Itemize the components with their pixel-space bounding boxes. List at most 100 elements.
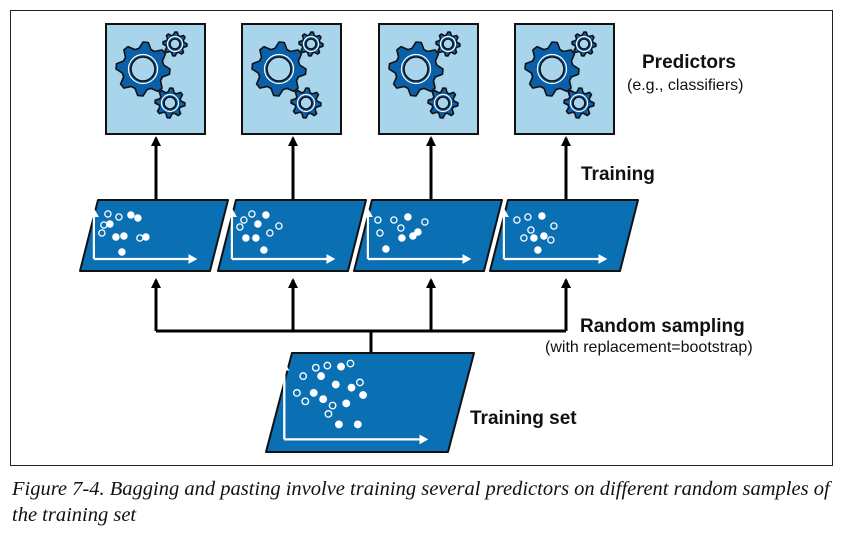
gears-icon <box>388 31 461 119</box>
arrows <box>151 136 571 353</box>
scatter-point <box>127 211 135 219</box>
scatter-point <box>100 221 108 229</box>
scatter-point <box>530 234 538 242</box>
scatter-plot-icon <box>498 208 608 264</box>
big-gear-icon <box>115 41 171 97</box>
gears-icon <box>524 31 597 119</box>
random-sampling-label: Random sampling <box>580 316 745 337</box>
predictor-box <box>514 23 615 135</box>
medium-gear-icon <box>290 87 322 119</box>
scatter-point <box>524 213 532 221</box>
scatter-point <box>136 234 144 242</box>
scatter-point <box>404 213 412 221</box>
scatter-point <box>376 229 384 237</box>
scatter-point <box>112 233 120 241</box>
scatter-point <box>104 210 112 218</box>
scatter-point <box>355 378 364 387</box>
scatter-point <box>331 380 340 389</box>
scatter-point <box>118 248 126 256</box>
scatter-point <box>414 228 422 236</box>
scatter-point <box>346 359 355 368</box>
figure-caption: Figure 7-4. Bagging and pasting involve … <box>12 476 832 528</box>
scatter-point <box>538 212 546 220</box>
scatter-point <box>242 234 250 242</box>
scatter-point <box>311 363 320 372</box>
scatter-point <box>120 232 128 240</box>
scatter-plot-icon <box>226 208 336 264</box>
scatter-point <box>347 383 356 392</box>
scatter-point <box>262 211 270 219</box>
scatter-point <box>301 397 310 406</box>
scatter-point <box>299 372 308 381</box>
scatter-point <box>275 222 283 230</box>
scatter-point <box>398 234 406 242</box>
sample-panel <box>489 199 639 272</box>
training-set-scatter <box>265 352 475 453</box>
scatter-point <box>397 224 405 232</box>
scatter-point <box>317 372 325 381</box>
scatter-point <box>106 220 114 228</box>
caption-prefix: Figure 7-4. <box>12 478 105 500</box>
gears-icon <box>115 31 188 119</box>
scatter-point <box>260 246 268 254</box>
scatter-point <box>353 420 362 429</box>
medium-gear-icon <box>154 87 186 119</box>
scatter-point <box>319 395 328 404</box>
predictors-subtitle: (e.g., classifiers) <box>627 77 744 94</box>
scatter-point <box>513 216 521 224</box>
sample-panel <box>353 199 503 272</box>
scatter-point <box>309 388 318 397</box>
scatter-point <box>248 210 256 218</box>
sample-panel <box>217 199 367 272</box>
scatter-point <box>382 245 390 253</box>
small-gear-icon <box>298 31 324 57</box>
scatter-point <box>292 388 301 397</box>
sample-panels <box>79 199 639 272</box>
small-gear-icon <box>435 31 461 57</box>
scatter-point <box>534 246 542 254</box>
big-gear-icon <box>524 41 580 97</box>
scatter-point <box>359 391 367 399</box>
scatter-point <box>334 420 343 429</box>
medium-gear-icon <box>427 87 459 119</box>
caption-text: Bagging and pasting involve training sev… <box>12 478 830 526</box>
training-set-label: Training set <box>470 408 577 429</box>
training-label: Training <box>581 164 655 185</box>
scatter-point <box>254 220 262 228</box>
scatter-point <box>98 229 106 237</box>
scatter-point <box>550 222 558 230</box>
small-gear-icon <box>571 31 597 57</box>
scatter-point <box>324 409 333 418</box>
predictor-box <box>378 23 479 135</box>
predictors-title: Predictors <box>642 52 736 73</box>
figure-frame <box>10 10 833 466</box>
random-sampling-subtitle: (with replacement=bootstrap) <box>545 339 753 356</box>
scatter-point <box>134 214 142 222</box>
scatter-plot-icon <box>362 208 472 264</box>
gears-icon <box>251 31 324 119</box>
scatter-point <box>328 401 337 410</box>
big-gear-icon <box>388 41 444 97</box>
scatter-point <box>115 213 123 221</box>
training-set-panel <box>265 352 475 453</box>
scatter-point <box>142 233 150 241</box>
big-gear-icon <box>251 41 307 97</box>
scatter-point <box>520 234 528 242</box>
scatter-point <box>240 216 248 224</box>
scatter-point <box>409 232 417 240</box>
scatter-point <box>421 218 429 226</box>
scatter-point <box>337 362 345 371</box>
scatter-point <box>547 236 555 244</box>
small-gear-icon <box>162 31 188 57</box>
scatter-point <box>266 229 274 237</box>
predictors-row <box>105 23 615 135</box>
scatter-point <box>527 226 535 234</box>
scatter-point <box>236 223 244 231</box>
scatter-point <box>252 234 260 242</box>
predictor-box <box>105 23 206 135</box>
scatter-point <box>390 216 398 224</box>
scatter-point <box>342 399 351 408</box>
predictor-box <box>241 23 342 135</box>
scatter-plot-icon <box>88 208 198 264</box>
